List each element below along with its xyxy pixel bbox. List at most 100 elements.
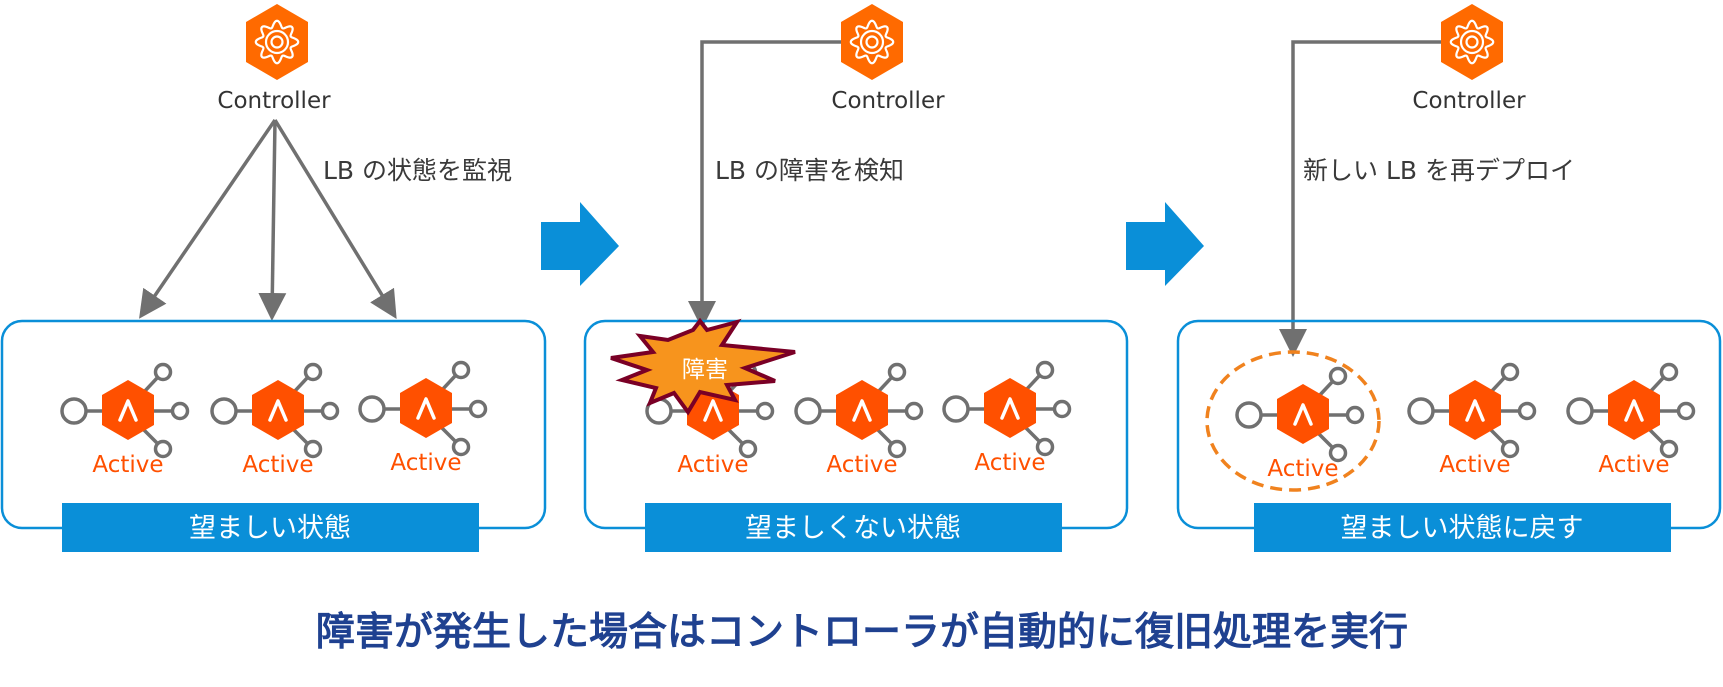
backend-endpoint-icon — [303, 439, 323, 459]
controller-label: Controller — [1412, 88, 1526, 114]
panel-2: Controller LB の障害を検知 Active Active Activ… — [583, 4, 1129, 552]
controller-3[interactable]: Controller — [1412, 4, 1526, 114]
status-label: Active — [1439, 452, 1510, 478]
failure-burst: 障害 — [610, 317, 796, 416]
status-label: Active — [390, 450, 461, 476]
explosion-icon — [610, 317, 796, 416]
connector-line — [876, 428, 894, 446]
load-balancer-icon — [1608, 380, 1660, 440]
backend-endpoint-icon — [451, 360, 471, 380]
monitor-arrow-center — [258, 119, 287, 321]
load-balancer-node[interactable]: Active — [1235, 366, 1365, 483]
load-balancer-node[interactable]: Active — [1566, 362, 1696, 479]
backend-endpoint-icon — [1328, 366, 1348, 386]
caret-up-icon — [1465, 399, 1485, 422]
backend-endpoint-icon — [153, 439, 173, 459]
status-label: Active — [242, 452, 313, 478]
backend-endpoint-icon — [303, 362, 323, 382]
status-label: Active — [1267, 456, 1338, 482]
status-label: Active — [974, 450, 1045, 476]
load-balancer-node[interactable]: Active — [1407, 362, 1537, 479]
gear-icon — [849, 19, 895, 65]
caret-up-icon — [1624, 399, 1644, 422]
connector-line — [440, 373, 458, 392]
client-endpoint-icon — [60, 397, 88, 425]
gear-icon — [1449, 19, 1495, 65]
controller-2[interactable]: Controller — [831, 4, 945, 114]
failure-badge-label: 障害 — [682, 357, 728, 383]
caret-up-icon — [118, 399, 138, 422]
load-balancer-icon — [102, 380, 154, 440]
backend-endpoint-icon — [1052, 399, 1072, 419]
state-banner-label: 望ましい状態に戻す — [1341, 513, 1584, 544]
monitor-arrows — [139, 119, 397, 321]
backend-endpoint-icon — [1035, 360, 1055, 380]
state-banner-label: 望ましくない状態 — [745, 513, 961, 544]
controller-hex-icon — [246, 4, 308, 80]
backend-endpoint-icon — [887, 362, 907, 382]
connector-line — [1648, 375, 1666, 394]
highlight-ring — [1205, 350, 1381, 492]
caret-up-icon — [852, 399, 872, 422]
redeploy-connector — [1279, 40, 1452, 357]
connector-line — [142, 428, 160, 446]
caret-up-icon — [1293, 403, 1313, 426]
backend-endpoint-icon — [887, 439, 907, 459]
state-banner — [62, 503, 479, 552]
load-balancer-node[interactable]: Active — [60, 362, 190, 479]
footer-title: 障害が発生した場合はコントローラが自動的に復旧処理を実行 — [316, 610, 1408, 655]
backend-endpoint-icon — [1345, 405, 1365, 425]
connector-line — [1024, 373, 1042, 392]
backend-endpoint-icon — [320, 401, 340, 421]
backend-endpoint-icon — [1328, 443, 1348, 463]
status-label: Active — [826, 452, 897, 478]
controller-label: Controller — [831, 88, 945, 114]
caret-up-icon — [703, 399, 723, 422]
backend-endpoint-icon — [738, 439, 758, 459]
state-banner — [1254, 503, 1671, 552]
action-label: LB の状態を監視 — [323, 156, 512, 185]
monitor-arrow-left — [139, 119, 277, 319]
backend-endpoint-icon — [1517, 401, 1537, 421]
gear-icon — [254, 19, 300, 65]
load-balancer-node[interactable]: Active — [794, 362, 924, 479]
backend-endpoint-icon — [1500, 362, 1520, 382]
connector-line — [1489, 375, 1507, 394]
client-endpoint-icon — [210, 397, 238, 425]
controller-1[interactable]: Controller — [217, 4, 331, 114]
connector-line — [1317, 379, 1335, 398]
status-label: Active — [1598, 452, 1669, 478]
action-label: LB の障害を検知 — [715, 156, 904, 185]
caret-up-icon — [416, 397, 436, 420]
backend-endpoint-icon — [153, 362, 173, 382]
load-balancer-icon — [252, 380, 304, 440]
controller-label: Controller — [217, 88, 331, 114]
load-balancer-icon — [400, 378, 452, 438]
connector-line — [727, 428, 745, 446]
backend-endpoint-icon — [904, 401, 924, 421]
status-label: Active — [677, 452, 748, 478]
backend-endpoint-icon — [1676, 401, 1696, 421]
backend-endpoint-icon — [170, 401, 190, 421]
load-balancer-node[interactable]: Active — [358, 360, 488, 477]
backend-endpoint-icon — [468, 399, 488, 419]
arrow-right-icon — [541, 202, 619, 286]
client-endpoint-icon — [1235, 401, 1263, 429]
backend-endpoint-icon — [1659, 362, 1679, 382]
caret-up-icon — [1000, 397, 1020, 420]
connector-line — [1648, 428, 1666, 446]
controller-hex-icon — [841, 4, 903, 80]
load-balancer-node[interactable]: Active — [942, 360, 1072, 477]
client-endpoint-icon — [358, 395, 386, 423]
controller-hex-icon — [1441, 4, 1503, 80]
monitor-arrow-right — [273, 119, 397, 319]
backend-endpoint-icon — [1659, 439, 1679, 459]
connector-line — [292, 375, 310, 394]
connector-line — [142, 375, 160, 394]
load-balancer-node[interactable]: Active — [210, 362, 340, 479]
client-endpoint-icon — [1566, 397, 1594, 425]
client-endpoint-icon — [1407, 397, 1435, 425]
caret-up-icon — [268, 399, 288, 422]
load-balancer-icon — [836, 380, 888, 440]
backend-endpoint-icon — [451, 437, 471, 457]
